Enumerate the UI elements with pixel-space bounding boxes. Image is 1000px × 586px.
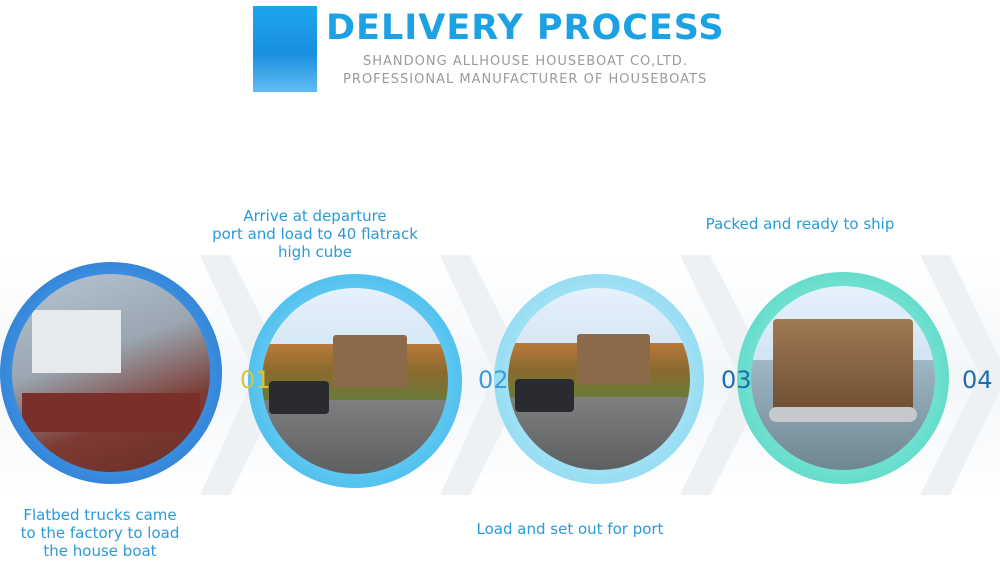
caption-step-factory: Flatbed trucks came to the factory to lo… — [20, 506, 180, 560]
container-shape — [31, 309, 121, 373]
caption-step-03: Packed and ready to ship — [705, 215, 895, 233]
caption-step-01: Arrive at departure port and load to 40 … — [212, 207, 418, 261]
step-number-02: 02 — [478, 366, 509, 394]
step-number-03: 03 — [721, 366, 752, 394]
step-circle-02 — [494, 274, 704, 484]
step-number-01: 01 — [240, 366, 271, 394]
step-circle-03 — [737, 272, 949, 484]
arrow-chevron-4 — [920, 255, 1000, 495]
truck-boat-photo-1 — [262, 288, 448, 474]
factory-photo — [12, 274, 210, 472]
page-title: DELIVERY PROCESS — [326, 8, 725, 48]
step-circle-factory — [0, 262, 222, 484]
company-name: SHANDONG ALLHOUSE HOUSEBOAT CO,LTD. — [363, 54, 688, 69]
step-number-04: 04 — [962, 366, 993, 394]
header-accent-block — [253, 6, 317, 92]
truck-boat-photo-2 — [508, 288, 690, 470]
flatbed-shape — [21, 392, 201, 433]
houseboat-photo — [751, 286, 935, 470]
caption-step-02: Load and set out for port — [476, 520, 664, 538]
step-circle-01 — [248, 274, 462, 488]
company-tagline: PROFESSIONAL MANUFACTURER OF HOUSEBOATS — [343, 72, 708, 87]
